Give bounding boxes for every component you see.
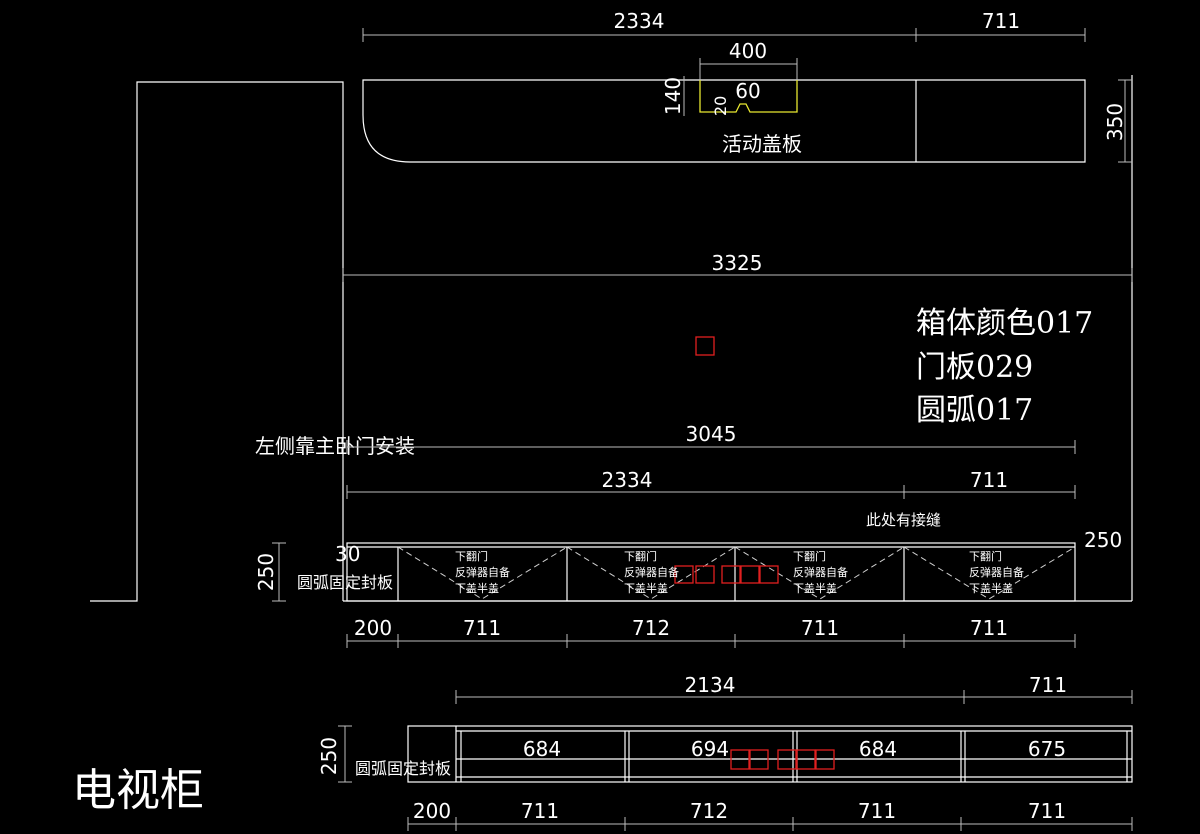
top-panel-label: 活动盖板 (722, 132, 802, 156)
note-cabinet-color: 箱体颜色017 (916, 306, 1093, 341)
top-dim-right: 711 (982, 9, 1020, 33)
drawing-title: 电视柜 (72, 765, 204, 816)
top-panel-height-dim: 350 (1103, 103, 1127, 141)
slot-width-dim: 60 (735, 79, 760, 103)
svg-text:反弹器自备: 反弹器自备 (455, 565, 510, 579)
plan-inner-dim-0: 684 (523, 737, 561, 761)
upper-dim-left: 2334 (602, 468, 653, 492)
note-door-color: 门板029 (916, 350, 1033, 385)
plan-inner-dim-2: 684 (859, 737, 897, 761)
svg-text:反弹器自备: 反弹器自备 (793, 565, 848, 579)
door-label-1: 下翻门 反弹器自备 下盖半盖 (455, 549, 510, 595)
cabinet-total-dim: 3045 (686, 422, 737, 446)
front-bottom-dim-1: 711 (463, 616, 501, 640)
plan-inner-dim-3: 675 (1028, 737, 1066, 761)
plan-cabinet (407, 725, 1133, 783)
wall-width-dim: 3325 (712, 251, 763, 275)
front-bottom-dim-2: 712 (632, 616, 670, 640)
door-label-3: 下翻门 反弹器自备 下盖半盖 (793, 549, 848, 595)
slot-small-dim: 20 (711, 96, 730, 116)
install-note: 左侧靠主卧门安装 (255, 434, 415, 458)
svg-text:下盖半盖: 下盖半盖 (793, 581, 837, 595)
plan-bottom-dim-0: 200 (413, 799, 451, 823)
front-bottom-dim-0: 200 (354, 616, 392, 640)
svg-text:下翻门: 下翻门 (455, 549, 488, 563)
plan-bottom-dim-4: 711 (1028, 799, 1066, 823)
plan-height-dim: 250 (317, 737, 341, 775)
plan-bottom-dim-2: 712 (690, 799, 728, 823)
front-bottom-dim-4: 711 (970, 616, 1008, 640)
svg-text:下翻门: 下翻门 (793, 549, 826, 563)
upper-dim-right: 711 (970, 468, 1008, 492)
opening-dim: 400 (729, 39, 767, 63)
svg-text:下翻门: 下翻门 (624, 549, 657, 563)
plan-top-dim-right: 711 (1029, 673, 1067, 697)
svg-text:反弹器自备: 反弹器自备 (969, 565, 1024, 579)
plan-top-dim-left: 2134 (685, 673, 736, 697)
joint-note: 此处有接缝 (866, 511, 941, 529)
top-dim-left: 2334 (614, 9, 665, 33)
door-label-2: 下翻门 反弹器自备 下盖半盖 (624, 549, 679, 595)
front-right-height-dim: 250 (1084, 528, 1122, 552)
plan-bottom-dim-1: 711 (521, 799, 559, 823)
svg-text:下盖半盖: 下盖半盖 (969, 581, 1013, 595)
door-label-4: 下翻门 反弹器自备 下盖半盖 (969, 549, 1024, 595)
svg-text:反弹器自备: 反弹器自备 (624, 565, 679, 579)
svg-text:下盖半盖: 下盖半盖 (624, 581, 668, 595)
front-bottom-dim-3: 711 (801, 616, 839, 640)
note-arc-color: 圆弧017 (916, 393, 1033, 428)
socket-marker (695, 336, 715, 356)
wall-left-outline (90, 81, 344, 602)
plan-bottom-dim-3: 711 (858, 799, 896, 823)
front-cabinet (346, 542, 1076, 602)
plan-arc-panel-label: 圆弧固定封板 (355, 759, 451, 778)
slot-height-dim: 140 (661, 77, 685, 115)
top-panel (362, 79, 1086, 163)
plan-inner-dim-1: 694 (691, 737, 729, 761)
front-height-dim: 250 (254, 553, 278, 591)
front-thickness-dim: 30 (335, 542, 360, 566)
svg-text:下盖半盖: 下盖半盖 (455, 581, 499, 595)
front-arc-panel-label: 圆弧固定封板 (297, 573, 393, 592)
svg-text:下翻门: 下翻门 (969, 549, 1002, 563)
